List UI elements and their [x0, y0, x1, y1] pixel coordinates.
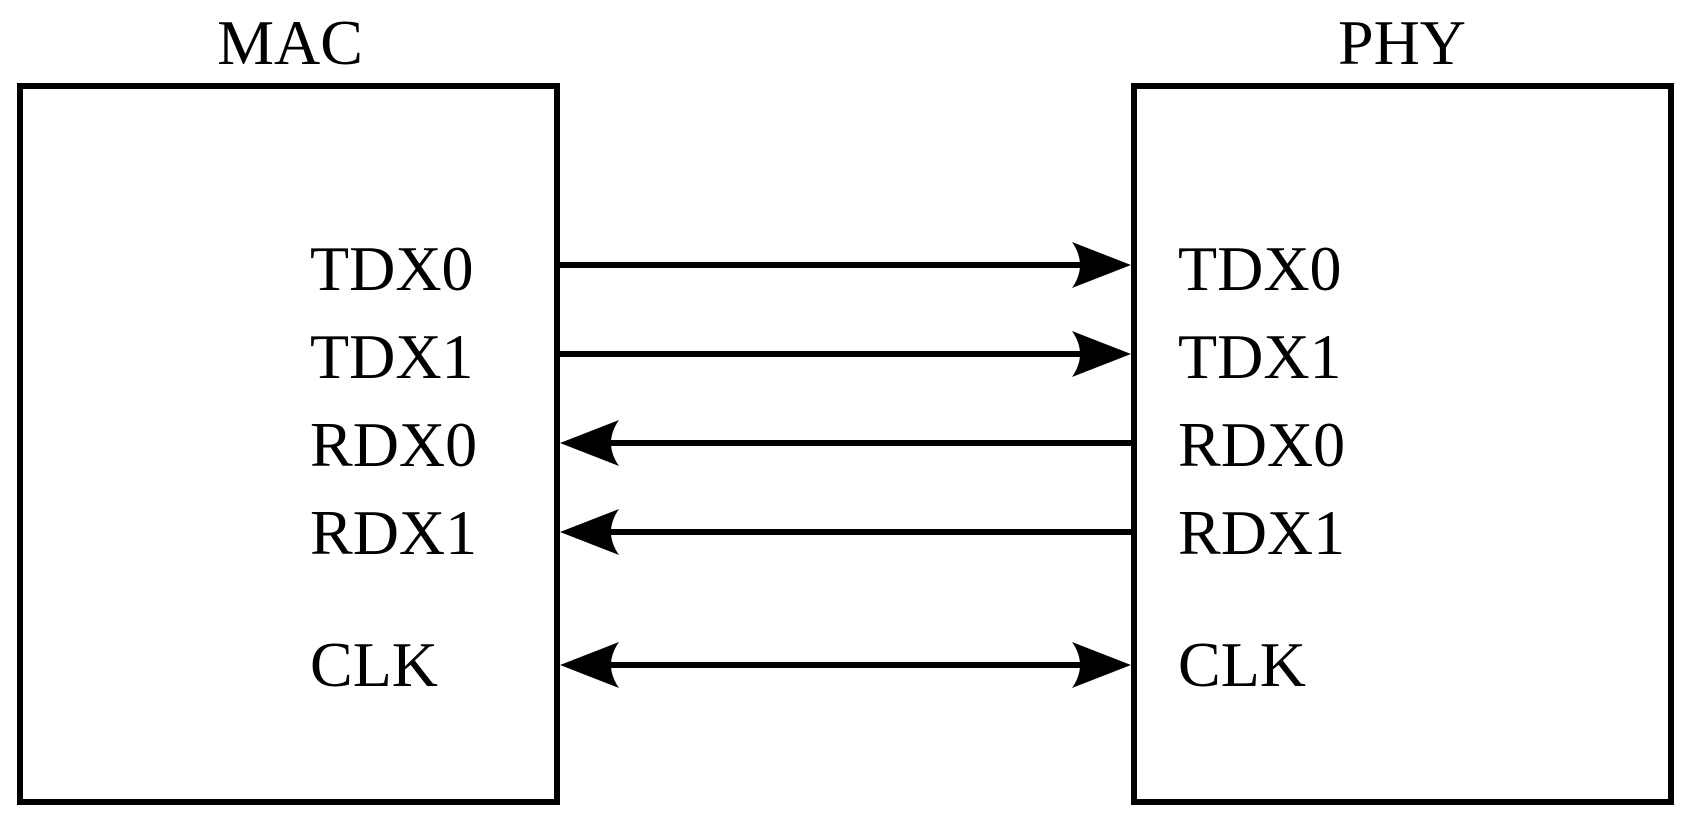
connection-rdx0	[560, 420, 1134, 466]
connection-tdx1	[557, 331, 1131, 377]
connection-rdx1	[560, 509, 1134, 555]
phy-title: PHY	[1338, 7, 1466, 78]
mac-pin-rdx1: RDX1	[310, 497, 477, 568]
mac-pin-tdx0: TDX0	[310, 233, 474, 304]
mac-block	[17, 83, 560, 805]
arrowhead-left-icon	[560, 509, 619, 555]
connection-tdx0	[557, 242, 1131, 288]
mac-pin-clk: CLK	[310, 629, 438, 700]
mac-title: MAC	[217, 7, 363, 78]
phy-pin-clk: CLK	[1178, 629, 1306, 700]
mac-pin-tdx1: TDX1	[310, 321, 474, 392]
connection-clk	[560, 642, 1131, 688]
arrowhead-right-icon	[1072, 242, 1131, 288]
mac-pin-rdx0: RDX0	[310, 409, 477, 480]
phy-pin-rdx1: RDX1	[1178, 497, 1345, 568]
arrowhead-left-icon	[560, 420, 619, 466]
phy-pin-tdx1: TDX1	[1178, 321, 1342, 392]
phy-pin-rdx0: RDX0	[1178, 409, 1345, 480]
phy-pin-tdx0: TDX0	[1178, 233, 1342, 304]
arrowhead-right-icon	[1072, 331, 1131, 377]
arrowhead-right-icon	[1072, 642, 1131, 688]
arrowhead-left-icon	[560, 642, 619, 688]
